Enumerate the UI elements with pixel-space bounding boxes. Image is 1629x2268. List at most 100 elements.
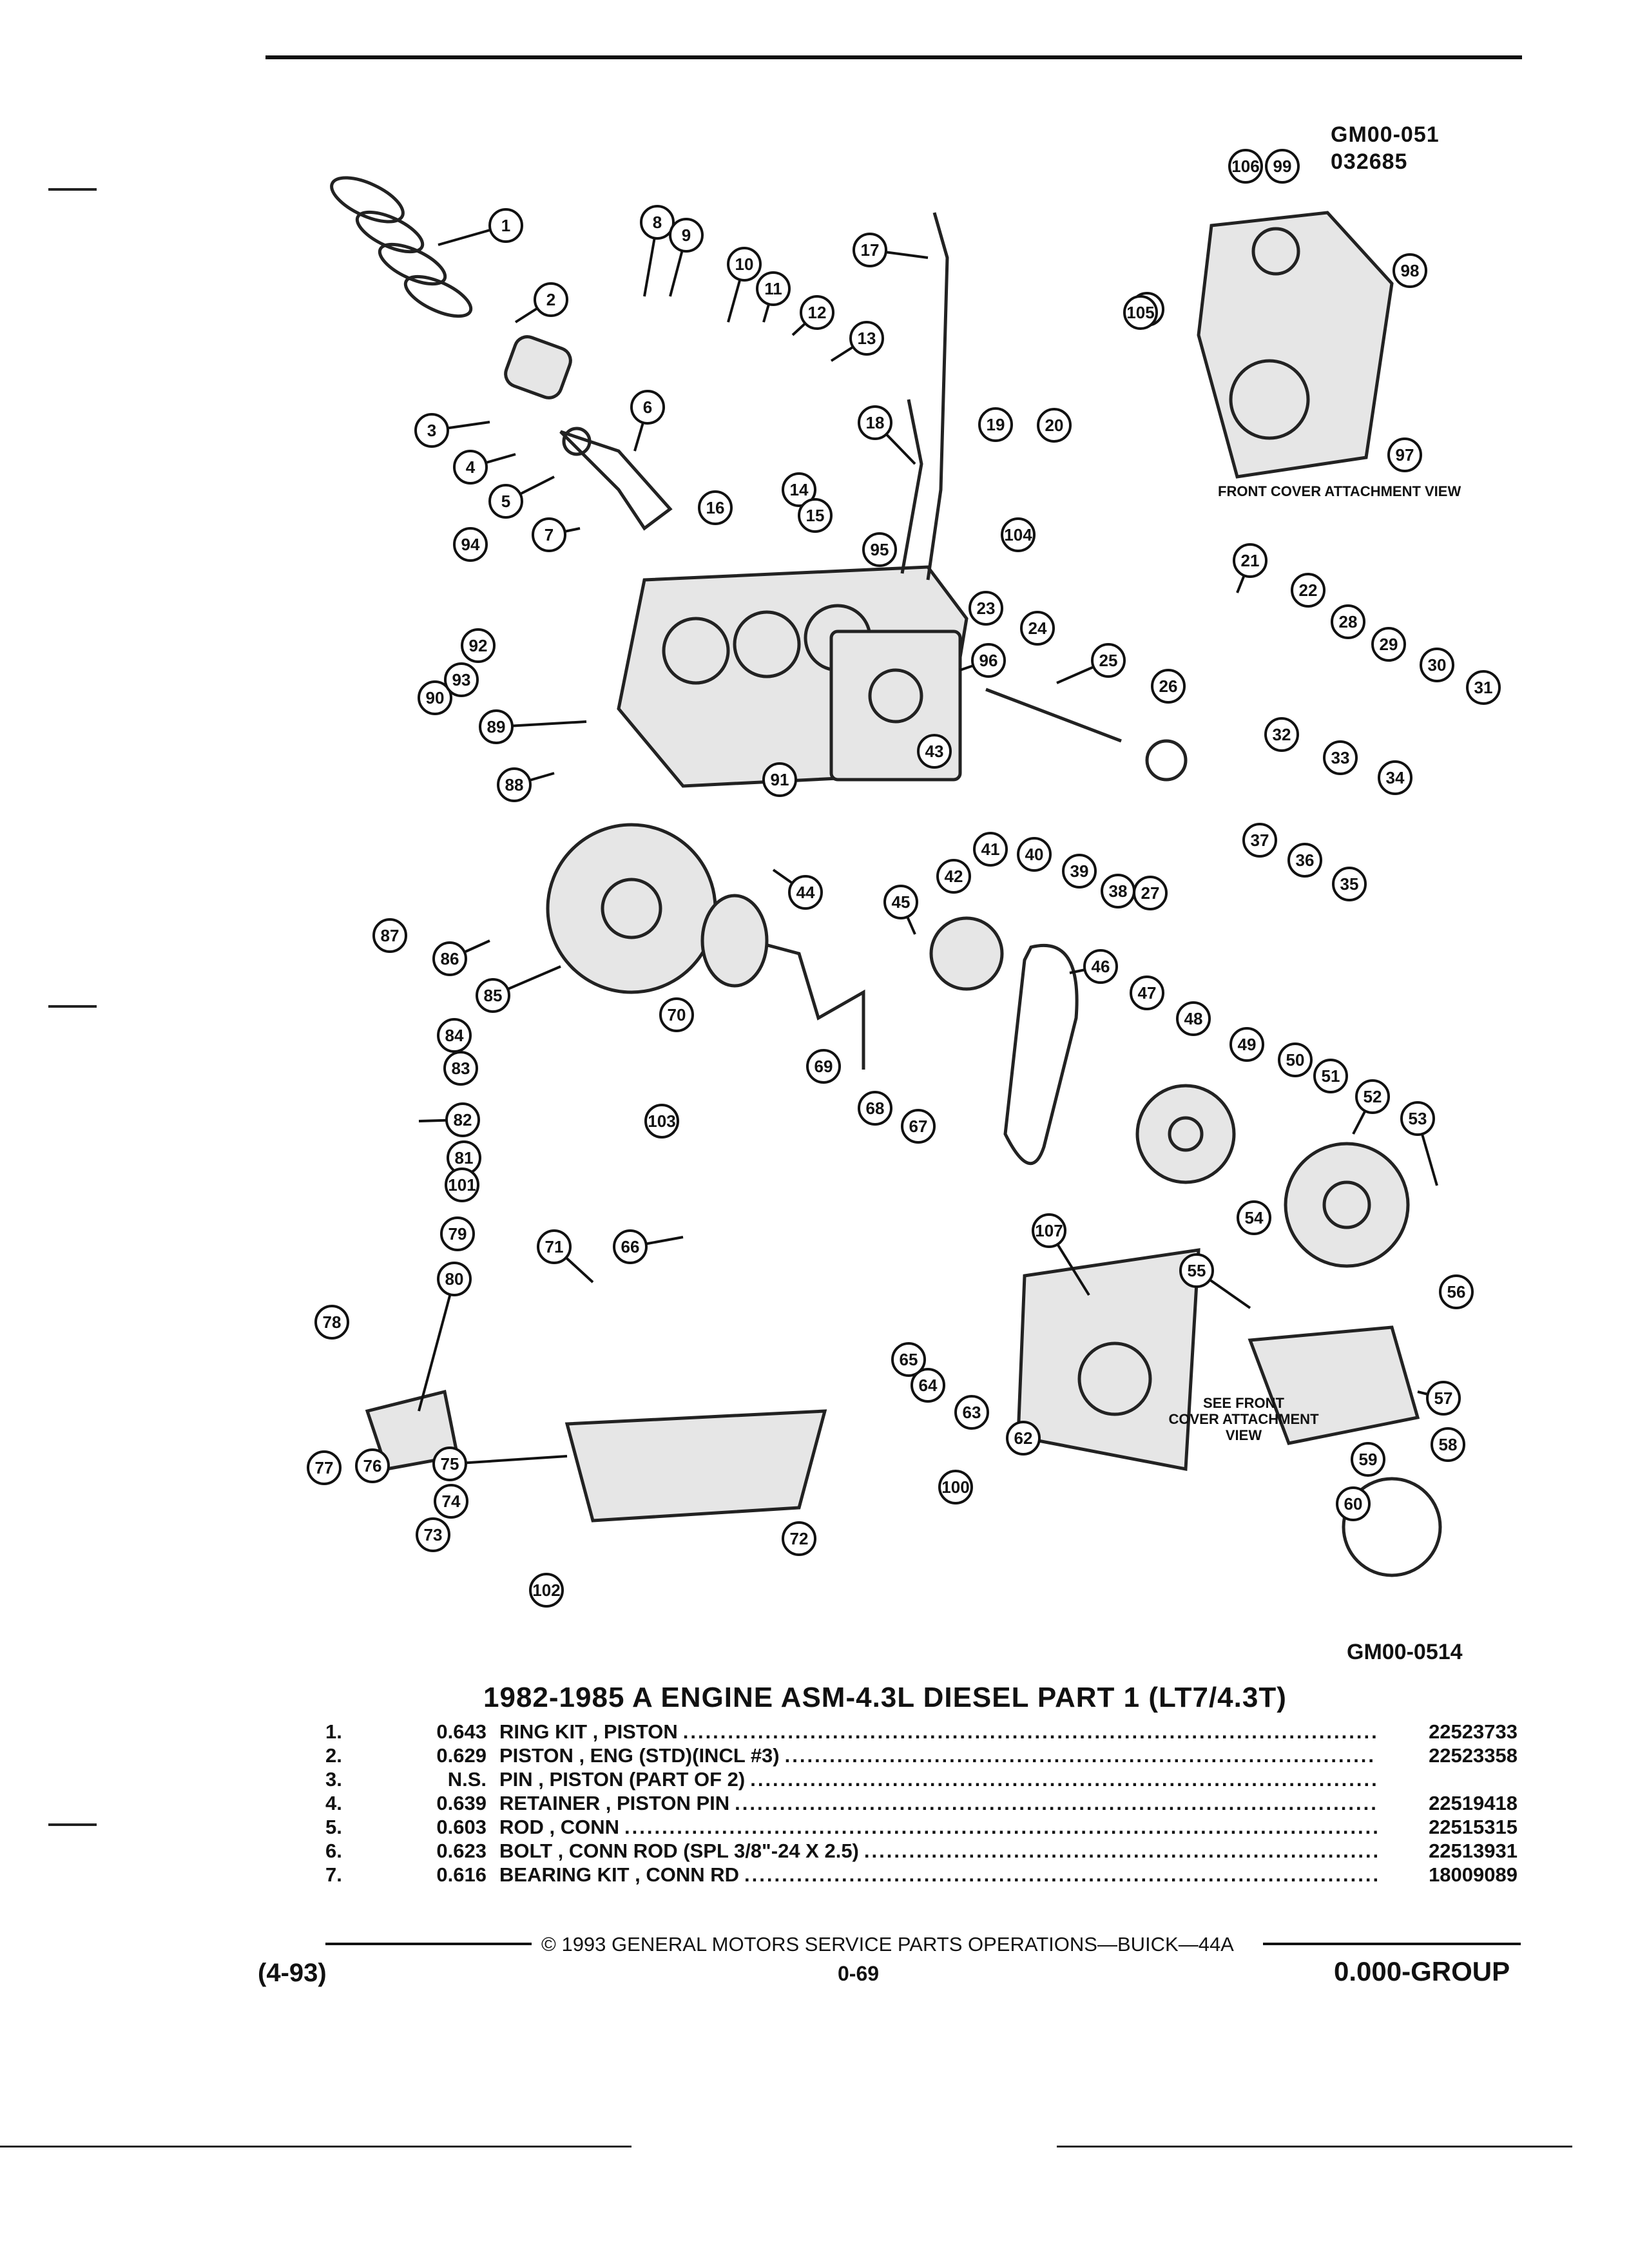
callout-circle-95	[862, 532, 897, 567]
callout-circle-54	[1237, 1200, 1271, 1235]
callout-circle-72	[782, 1521, 816, 1556]
callout-label-76: 76	[363, 1456, 382, 1475]
table-row: 2. 0.629 PISTON , ENG (STD)(INCL #3) ...…	[325, 1744, 1518, 1768]
callout-circle-105	[1123, 295, 1158, 330]
callout-label-46: 46	[1092, 957, 1110, 976]
callout-circle-68	[858, 1091, 892, 1126]
callout-circle-98	[1393, 253, 1427, 288]
item-number: 2.	[325, 1744, 342, 1767]
callout-circle-42	[936, 859, 971, 894]
callout-label-60: 60	[1344, 1494, 1363, 1514]
callout-circle-46	[1083, 949, 1118, 984]
callout-circle-48	[1176, 1001, 1211, 1036]
callout-circle-86	[432, 941, 467, 976]
callout-label-93: 93	[452, 670, 471, 689]
callout-label-38: 38	[1109, 881, 1128, 901]
callout-circle-12	[800, 295, 834, 330]
callout-circle-41	[973, 832, 1008, 867]
callout-label-45: 45	[892, 892, 911, 912]
callout-label-52: 52	[1364, 1087, 1382, 1106]
callout-label-91: 91	[771, 770, 789, 789]
callout-label-55: 55	[1188, 1261, 1206, 1280]
see-front-caption-line-1: SEE FRONT	[1203, 1395, 1284, 1411]
table-row: 3. N.S. PIN , PISTON (PART OF 2) .......…	[325, 1768, 1518, 1792]
table-row: 5. 0.603 ROD , CONN ....................…	[325, 1816, 1518, 1840]
callout-label-68: 68	[866, 1099, 885, 1118]
callout-label-20: 20	[1045, 416, 1064, 435]
callout-circle-82	[445, 1102, 480, 1137]
callout-circle-34	[1378, 760, 1412, 795]
callout-label-7: 7	[545, 525, 554, 544]
callout-label-74: 74	[442, 1492, 461, 1511]
callout-circle-70	[659, 997, 694, 1032]
callout-circle-33	[1323, 740, 1358, 775]
callout-circle-56	[1439, 1274, 1474, 1309]
callout-circle-100	[938, 1470, 973, 1504]
callout-label-98: 98	[1401, 261, 1420, 280]
callout-label-82: 82	[454, 1110, 472, 1129]
table-row: 1. 0.643 RING KIT , PISTON .............…	[325, 1720, 1518, 1744]
callout-circle-3	[414, 413, 449, 448]
parts-table: 1. 0.643 RING KIT , PISTON .............…	[325, 1720, 1518, 1887]
callout-circle-14	[782, 472, 816, 507]
callout-label-31: 31	[1474, 678, 1493, 697]
scan-mark	[48, 1005, 97, 1008]
callout-label-56: 56	[1447, 1282, 1466, 1302]
callout-label-95: 95	[871, 540, 889, 559]
callout-circle-52	[1355, 1079, 1390, 1114]
callout-label-66: 66	[621, 1237, 640, 1256]
callout-label-43: 43	[925, 742, 944, 761]
callout-label-96: 96	[979, 651, 998, 670]
table-row: 7. 0.616 BEARING KIT , CONN RD .........…	[325, 1863, 1518, 1887]
callout-circle-6	[630, 390, 665, 425]
callout-label-99: 99	[1273, 157, 1292, 176]
item-description: BOLT , CONN ROD (SPL 3/8"-24 X 2.5)	[499, 1840, 859, 1862]
callout-label-92: 92	[469, 636, 488, 655]
callout-circle-15	[798, 498, 833, 533]
item-number: 5.	[325, 1816, 342, 1838]
callout-circle-88	[497, 767, 532, 802]
callout-circle-93	[444, 662, 479, 697]
callout-circle-69	[806, 1049, 841, 1084]
callout-leader-75	[449, 1455, 568, 1465]
callout-circle-47	[1130, 975, 1164, 1010]
item-qty: 0.616	[436, 1863, 487, 1886]
callout-label-105: 105	[1126, 303, 1154, 322]
callout-circle-29	[1371, 627, 1406, 662]
dot-leader: ........................................…	[784, 1744, 1377, 1767]
callout-circle-7	[532, 517, 566, 552]
callout-circle-74	[434, 1484, 468, 1519]
scan-edge	[1057, 2146, 1572, 2148]
callout-circle-5	[488, 484, 523, 519]
item-part-number: 22519418	[1429, 1792, 1518, 1814]
callout-circle-18	[858, 405, 892, 440]
callout-label-28: 28	[1339, 612, 1358, 631]
item-number: 7.	[325, 1863, 342, 1886]
callout-label-40: 40	[1025, 845, 1044, 864]
callout-label-77: 77	[315, 1458, 334, 1477]
callout-circle-25	[1091, 643, 1126, 678]
callout-label-72: 72	[790, 1529, 809, 1548]
item-description: PIN , PISTON (PART OF 2)	[499, 1768, 746, 1791]
callout-label-10: 10	[735, 255, 754, 274]
callout-label-83: 83	[452, 1059, 470, 1078]
dot-leader: ........................................…	[744, 1863, 1377, 1886]
callout-label-16: 16	[706, 498, 725, 517]
item-qty: 0.603	[436, 1816, 487, 1838]
callout-label-11: 11	[764, 279, 782, 298]
callout-circle-43	[917, 734, 952, 769]
callout-circle-31	[1466, 670, 1501, 705]
callout-label-63: 63	[963, 1403, 981, 1422]
table-row: 6. 0.623 BOLT , CONN ROD (SPL 3/8"-24 X …	[325, 1840, 1518, 1863]
callout-circle-44	[788, 875, 823, 910]
scan-mark	[48, 1823, 97, 1826]
callout-circle-94	[453, 527, 488, 562]
callout-label-53: 53	[1409, 1109, 1427, 1128]
callout-label-107: 107	[1035, 1221, 1063, 1240]
callout-circle-65	[891, 1342, 926, 1377]
callout-circle-80	[437, 1262, 472, 1296]
callout-label-6: 6	[643, 398, 652, 417]
figure-ref-code: GM00-051	[1331, 122, 1440, 147]
callout-leader-80	[418, 1278, 456, 1412]
callout-circle-51	[1313, 1059, 1348, 1093]
